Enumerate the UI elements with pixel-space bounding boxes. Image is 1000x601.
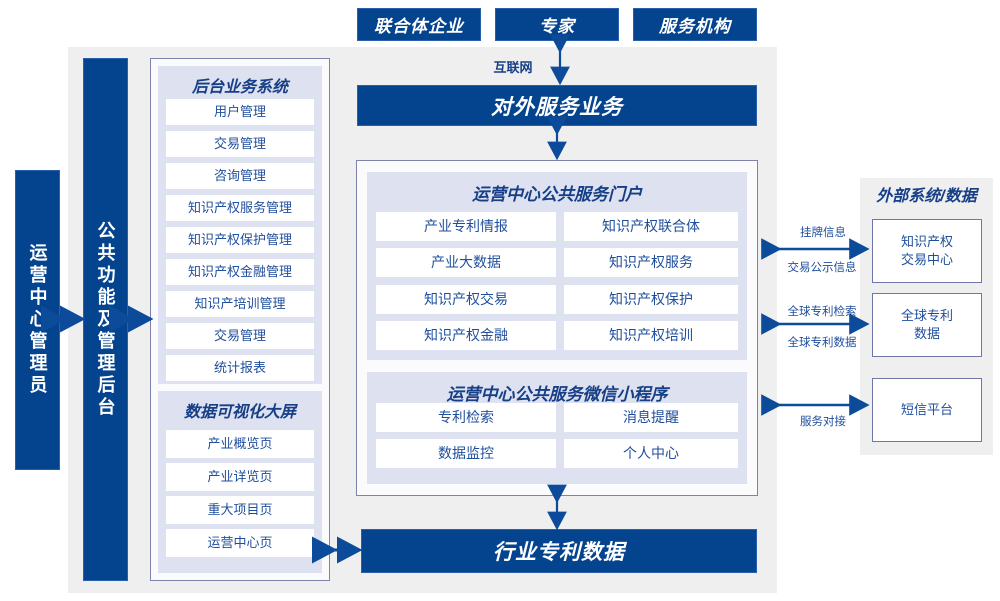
- external-item-0[interactable]: 知识产权 交易中心: [872, 219, 982, 283]
- admin-backoffice-column[interactable]: 公共功能及管理后台: [83, 58, 128, 581]
- internet-label: 互联网: [480, 57, 546, 76]
- portal-item-6[interactable]: 知识产权金融: [376, 321, 556, 350]
- industry-patent-data-bar[interactable]: 行业专利数据: [361, 529, 757, 573]
- external-connection-0-below: 交易公示信息: [787, 262, 857, 274]
- data-visualization-title: 数据可视化大屏: [183, 404, 296, 421]
- miniprogram-item-0[interactable]: 专利检索: [376, 403, 556, 432]
- external-service-bar-label: 对外服务业务: [491, 95, 623, 119]
- external-service-bar[interactable]: 对外服务业务: [357, 85, 757, 126]
- external-systems-title: 外部系统/数据: [876, 188, 977, 205]
- external-item-2[interactable]: 短信平台: [872, 378, 982, 442]
- dashboard-item-0[interactable]: 产业概览页: [166, 430, 314, 458]
- portal-item-3[interactable]: 知识产权服务: [564, 248, 738, 277]
- backend-item-4[interactable]: 知识产权保护管理: [166, 227, 314, 253]
- backend-item-6[interactable]: 知识产培训管理: [166, 291, 314, 317]
- portal-item-1[interactable]: 知识产权联合体: [564, 212, 738, 241]
- dashboard-item-1[interactable]: 产业详览页: [166, 463, 314, 491]
- operations-center-admin[interactable]: 运营中心管理员: [15, 170, 60, 470]
- admin-backoffice-label: 公共功能及管理后台: [95, 220, 116, 419]
- external-connection-2-below: 服务对接: [800, 416, 846, 428]
- external-connection-1-above: 全球专利检索: [787, 306, 857, 318]
- dashboard-item-3[interactable]: 运营中心页: [166, 529, 314, 557]
- miniprogram-item-3[interactable]: 个人中心: [564, 439, 738, 468]
- backend-item-3[interactable]: 知识产权服务管理: [166, 195, 314, 221]
- operations-center-admin-label: 运营中心管理员: [27, 243, 48, 397]
- external-connection-0-above: 挂牌信息: [800, 227, 846, 239]
- top-actor-label: 专家: [539, 17, 575, 36]
- backend-item-2[interactable]: 咨询管理: [166, 163, 314, 189]
- industry-patent-data-label: 行业专利数据: [493, 541, 625, 564]
- backend-item-8[interactable]: 统计报表: [166, 355, 314, 381]
- backend-item-1[interactable]: 交易管理: [166, 131, 314, 157]
- top-actor-label: 服务机构: [659, 17, 731, 36]
- backend-item-7[interactable]: 交易管理: [166, 323, 314, 349]
- top-actor-2[interactable]: 服务机构: [633, 8, 757, 41]
- miniprogram-title: 运营中心公共服务微信小程序: [446, 385, 668, 404]
- backend-item-0[interactable]: 用户管理: [166, 99, 314, 125]
- external-item-1[interactable]: 全球专利 数据: [872, 293, 982, 357]
- miniprogram-item-1[interactable]: 消息提醒: [564, 403, 738, 432]
- portal-title: 运营中心公共服务门户: [472, 185, 642, 204]
- top-actor-1[interactable]: 专家: [495, 8, 619, 41]
- portal-item-5[interactable]: 知识产权保护: [564, 285, 738, 314]
- portal-item-4[interactable]: 知识产权交易: [376, 285, 556, 314]
- portal-item-7[interactable]: 知识产权培训: [564, 321, 738, 350]
- portal-item-2[interactable]: 产业大数据: [376, 248, 556, 277]
- dashboard-item-2[interactable]: 重大项目页: [166, 496, 314, 524]
- backend-business-system-title: 后台业务系统: [191, 79, 288, 96]
- external-connection-1-below: 全球专利数据: [787, 337, 857, 349]
- internet-label-text: 互联网: [493, 60, 533, 75]
- miniprogram-item-2[interactable]: 数据监控: [376, 439, 556, 468]
- top-actor-0[interactable]: 联合体企业: [357, 8, 481, 41]
- backend-item-5[interactable]: 知识产权金融管理: [166, 259, 314, 285]
- top-actor-label: 联合体企业: [374, 17, 464, 36]
- portal-item-0[interactable]: 产业专利情报: [376, 212, 556, 241]
